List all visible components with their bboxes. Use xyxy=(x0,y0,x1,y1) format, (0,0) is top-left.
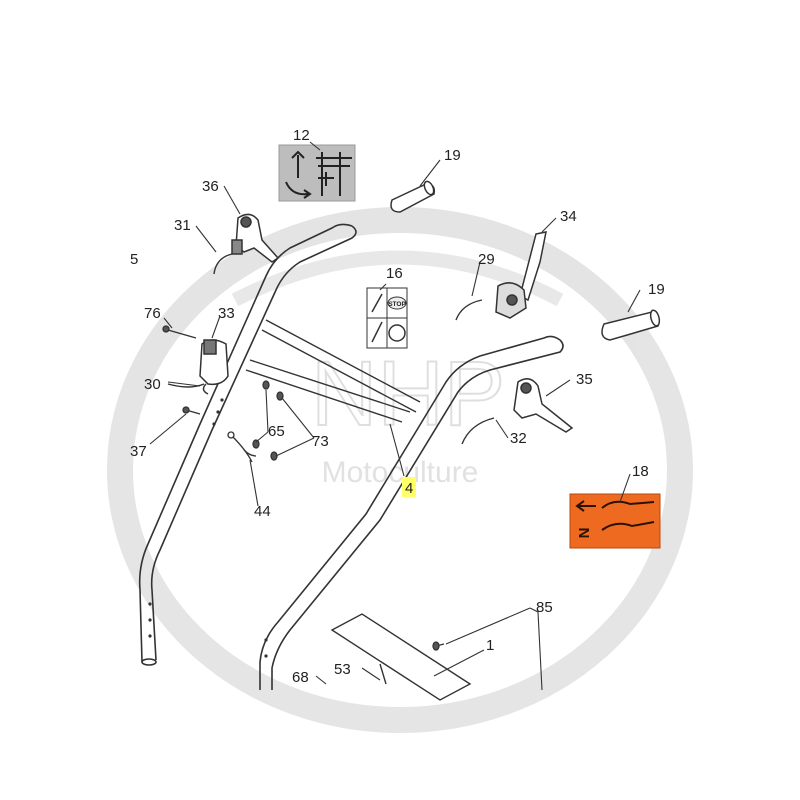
leader-lines xyxy=(149,141,641,691)
callouts: 12 19 36 31 34 5 29 16 19 76 33 30 35 32… xyxy=(130,127,665,686)
cross-bar-lower xyxy=(245,359,411,423)
decal-12 xyxy=(278,144,356,202)
callout-4-highlight xyxy=(402,477,416,497)
callout-73: 73 xyxy=(312,433,329,450)
forward-neutral-lever-icon xyxy=(575,500,655,531)
callout-29: 29 xyxy=(478,251,495,268)
lever-34 xyxy=(495,231,547,319)
right-handlebar xyxy=(259,335,564,690)
lever-engage-arrow-icon xyxy=(285,150,352,199)
callout-35: 35 xyxy=(576,371,593,388)
callout-37: 37 xyxy=(130,443,147,460)
callout-44: 44 xyxy=(254,503,271,520)
decal-18-direction-letter: N xyxy=(576,528,593,539)
callout-31: 31 xyxy=(174,217,191,234)
lever-35 xyxy=(513,378,574,433)
stop-lever-icon xyxy=(371,293,406,343)
callout-18: 18 xyxy=(632,463,649,480)
callout-76: 76 xyxy=(144,305,161,322)
callout-33: 33 xyxy=(218,305,235,322)
throttle-33 xyxy=(199,339,229,395)
decal-16-stop-label: STOP xyxy=(388,301,406,308)
callout-1: 1 xyxy=(486,637,494,654)
callout-65: 65 xyxy=(268,423,285,440)
cables xyxy=(167,253,495,445)
callout-30: 30 xyxy=(144,376,161,393)
callout-12: 12 xyxy=(293,127,310,144)
callout-32: 32 xyxy=(510,430,527,447)
callout-5: 5 xyxy=(130,251,138,268)
callout-19-left: 19 xyxy=(444,147,461,164)
callout-4: 4 xyxy=(405,480,413,497)
callout-19-right: 19 xyxy=(648,281,665,298)
callout-68: 68 xyxy=(292,669,309,686)
callout-34: 34 xyxy=(560,208,577,225)
bracket-plate xyxy=(330,613,472,701)
callout-53: 53 xyxy=(334,661,351,678)
callout-85: 85 xyxy=(536,599,553,616)
small-hardware xyxy=(162,325,445,651)
callout-16: 16 xyxy=(386,265,403,282)
left-handlebar xyxy=(138,223,357,666)
handlebar-holes xyxy=(148,398,268,658)
decal-18: N xyxy=(569,493,661,549)
callout-36: 36 xyxy=(202,178,219,195)
lever-36 xyxy=(231,213,280,263)
cross-bar-upper xyxy=(261,319,421,413)
grip-right xyxy=(601,309,661,341)
decal-16: STOP xyxy=(366,287,408,349)
grip-left xyxy=(390,180,436,213)
